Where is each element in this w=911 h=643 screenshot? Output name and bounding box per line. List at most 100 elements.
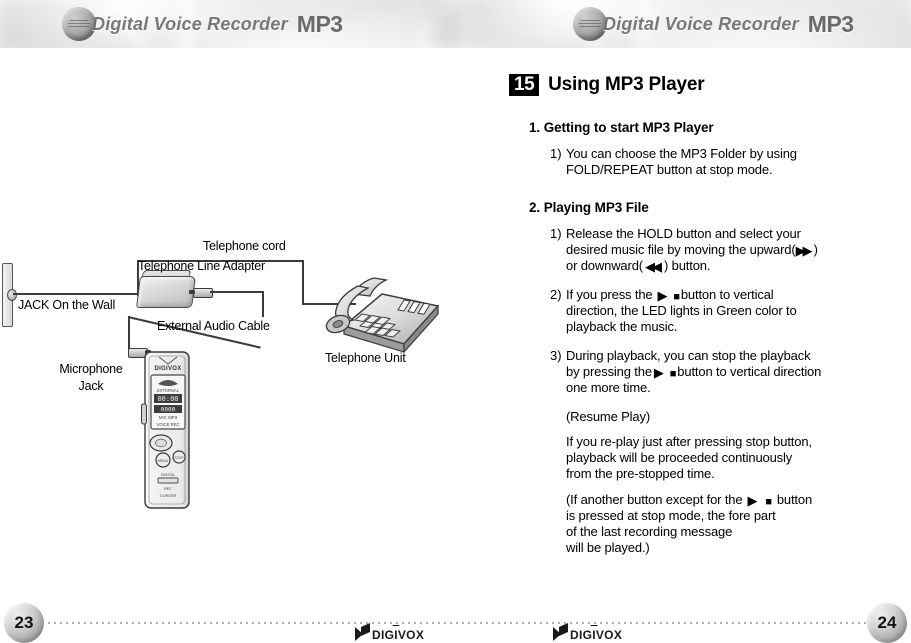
brand-name-left: Digital Voice Recorder xyxy=(92,13,288,34)
digivox-wordmark-left: DIGIVOX xyxy=(372,628,425,642)
section-2-item-1-line-3: or downward(◀◀) button. xyxy=(566,258,710,275)
section-2-item-3-line-2-close: button to vertical direction xyxy=(677,364,822,379)
section-2-item-1-line-3-text: or downward( xyxy=(566,258,643,273)
section-2-item-1-line-2-close: ) xyxy=(813,242,818,257)
other-button-note-line-2: is pressed at stop mode, the fore part xyxy=(566,508,776,523)
label-telephone-unit: Telephone Unit xyxy=(325,351,406,365)
svg-text:STOP: STOP xyxy=(174,456,184,460)
header-banner: Digital Voice Recorder MP3 Digital Voice… xyxy=(0,0,911,48)
section-2-item-3-line-3: one more time. xyxy=(566,380,651,395)
stop-icon: ■ xyxy=(669,368,677,380)
play-icon: ▶ xyxy=(653,365,664,380)
resume-play-body-line-1: If you re-play just after pressing stop … xyxy=(566,434,812,449)
page-title: Using MP3 Player xyxy=(548,74,705,95)
section-1-item-1-marker: 1) xyxy=(550,146,562,161)
resume-play-body-line-2: playback will be proceeded continuously xyxy=(566,450,793,465)
section-2-heading: 2. Playing MP3 File xyxy=(529,200,649,215)
label-telephone-cord: Telephone cord xyxy=(203,239,286,253)
svg-text:DIGITAL: DIGITAL xyxy=(161,473,176,477)
section-2-item-2-line-2: direction, the LED lights in Green color… xyxy=(566,303,797,318)
svg-text:REC: REC xyxy=(164,487,172,491)
other-button-note-line-3: of the last recording message xyxy=(566,524,733,539)
wire-audio-cable-drop xyxy=(262,291,264,317)
svg-text:VOICE REC: VOICE REC xyxy=(156,422,179,427)
globe-icon xyxy=(573,7,607,41)
section-2-item-1-line-3-close: ) button. xyxy=(663,258,711,273)
section-1-item-1-line-1: You can choose the MP3 Folder by using xyxy=(566,146,797,161)
brand-lockup-left: Digital Voice Recorder MP3 xyxy=(62,6,343,42)
digivox-wordmark-right: DIGIVOX xyxy=(570,628,623,642)
wire-wall-to-adapter xyxy=(13,293,139,295)
wire-telephone-cord-top xyxy=(137,260,304,262)
stop-icon: ■ xyxy=(673,291,680,303)
section-2-item-1-line-1: Release the HOLD button and select your xyxy=(566,226,801,241)
brand-name-right: Digital Voice Recorder xyxy=(603,13,799,34)
brand-suffix-left: MP3 xyxy=(296,10,343,37)
left-page: DIGIVOX EXTERNAL 00:00 0000 MIC MP3 VOIC… xyxy=(0,48,484,603)
chapter-heading: 15 Using MP3 Player xyxy=(509,74,705,96)
svg-text:0000: 0000 xyxy=(161,407,176,414)
section-2-item-1-line-2: desired music file by moving the upward(… xyxy=(566,242,818,259)
section-1-item-1-line-2: FOLD/REPEAT button at stop mode. xyxy=(566,162,773,177)
other-button-note-text: (If another button except for the xyxy=(566,492,743,507)
section-2-item-3-line-2: by pressing the▶ ■button to vertical dire… xyxy=(566,364,821,382)
wire-telephone-cord-to-phone xyxy=(302,303,356,305)
page-footer: 23 24 DIGIVOX DIGIVOX xyxy=(0,603,911,643)
chapter-number-badge: 15 xyxy=(509,74,540,96)
brand-lockup-right: Digital Voice Recorder MP3 xyxy=(573,6,854,42)
digivox-logo-right: DIGIVOX xyxy=(553,625,622,641)
label-external-audio-cable: External Audio Cable xyxy=(157,319,270,333)
telephone-line-adapter-icon xyxy=(136,276,196,308)
digivox-mark-icon xyxy=(553,625,568,641)
label-microphone-jack-line2: Jack xyxy=(78,379,104,393)
digivox-mark-icon xyxy=(355,625,370,641)
resume-play-title: (Resume Play) xyxy=(566,409,651,424)
section-2-item-2-line-3: playback the music. xyxy=(566,319,678,334)
telephone-unit-icon xyxy=(325,277,440,354)
section-2-item-2-line-1: If you press the ▶ ■button to vertical xyxy=(566,287,774,305)
section-2-item-3-marker: 3) xyxy=(550,348,562,363)
digivox-logo-left: DIGIVOX xyxy=(355,625,424,641)
globe-icon xyxy=(62,7,96,41)
adapter-plug-tip-icon xyxy=(189,290,195,294)
svg-text:MIC MP3: MIC MP3 xyxy=(159,415,178,420)
rewind-icon: ◀◀ xyxy=(644,259,662,274)
other-button-note-line-4: will be played.) xyxy=(566,540,650,555)
svg-text:MENU: MENU xyxy=(158,459,169,463)
page-number-right: 24 xyxy=(867,603,907,643)
brand-suffix-right: MP3 xyxy=(807,10,854,37)
section-1-heading: 1. Getting to start MP3 Player xyxy=(529,120,714,135)
wire-telephone-cord-left-riser xyxy=(137,260,139,296)
other-button-note-close: button xyxy=(776,492,813,507)
section-2-item-1-marker: 1) xyxy=(550,226,562,241)
page-number-left: 23 xyxy=(4,603,44,643)
section-2-item-2-line-1-text: If you press the xyxy=(566,287,653,302)
svg-text:EXTERNAL: EXTERNAL xyxy=(157,388,180,393)
play-icon: ▶ xyxy=(657,288,668,303)
voice-recorder-device-icon: DIGIVOX EXTERNAL 00:00 0000 MIC MP3 VOIC… xyxy=(141,351,190,509)
footer-dotted-rule xyxy=(40,622,878,624)
label-microphone-jack-line1: Microphone xyxy=(59,362,123,376)
wire-telephone-cord-right-drop xyxy=(302,260,304,303)
label-telephone-line-adapter: Telephone Line Adapter xyxy=(138,259,265,273)
svg-text:CORDER: CORDER xyxy=(160,494,177,498)
wire-audio-cable-lower-riser xyxy=(128,316,130,353)
header-shade-decor xyxy=(430,0,550,48)
stop-icon: ■ xyxy=(765,496,772,508)
section-2-item-3-line-1: During playback, you can stop the playba… xyxy=(566,348,811,363)
adapter-output-plug-icon xyxy=(193,288,213,298)
section-2-item-1-line-2-text: desired music file by moving the upward( xyxy=(566,242,796,257)
svg-text:00:00: 00:00 xyxy=(157,395,178,403)
wire-audio-cable-top xyxy=(210,291,264,293)
section-2-item-2-line-1-close: button to vertical xyxy=(680,287,774,302)
other-button-note-line-1: (If another button except for the ▶ ■ butto… xyxy=(566,492,812,510)
play-icon: ▶ xyxy=(747,493,758,508)
wall-jack-port-icon xyxy=(7,289,17,301)
svg-text:DIGIVOX: DIGIVOX xyxy=(154,366,181,372)
label-jack-on-the-wall: JACK On the Wall xyxy=(18,298,116,312)
fast-forward-icon: ▶▶ xyxy=(795,243,813,258)
header-shade-decor xyxy=(0,0,120,48)
section-2-item-2-marker: 2) xyxy=(550,287,562,302)
section-2-item-3-line-2-text: by pressing the xyxy=(566,364,652,379)
